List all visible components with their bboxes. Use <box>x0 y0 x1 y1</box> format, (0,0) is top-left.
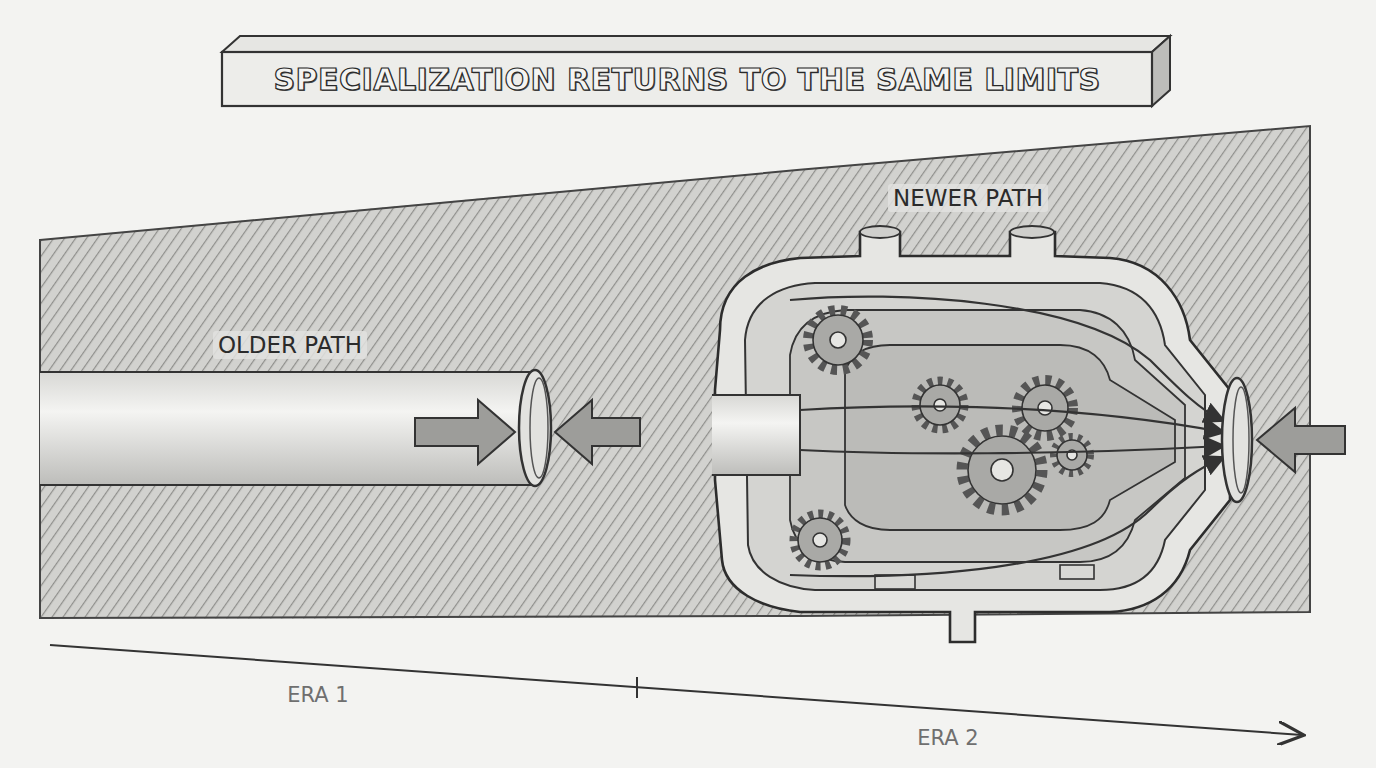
era-label: ERA 1 <box>283 683 352 707</box>
title-banner <box>222 36 1170 106</box>
squeeze-arrows <box>415 400 640 464</box>
older-pipe <box>40 370 551 486</box>
title-text: SPECIALIZATION RETURNS TO THE SAME LIMIT… <box>273 62 1100 97</box>
path-label: NEWER PATH <box>888 184 1048 212</box>
era-label: ERA 2 <box>913 726 982 750</box>
time-axis <box>50 645 1302 735</box>
newer-machine <box>712 226 1252 642</box>
squeeze-arrow <box>1257 408 1345 472</box>
path-label: OLDER PATH <box>213 331 367 359</box>
era-tick <box>636 677 638 698</box>
ground-band <box>40 126 1310 618</box>
